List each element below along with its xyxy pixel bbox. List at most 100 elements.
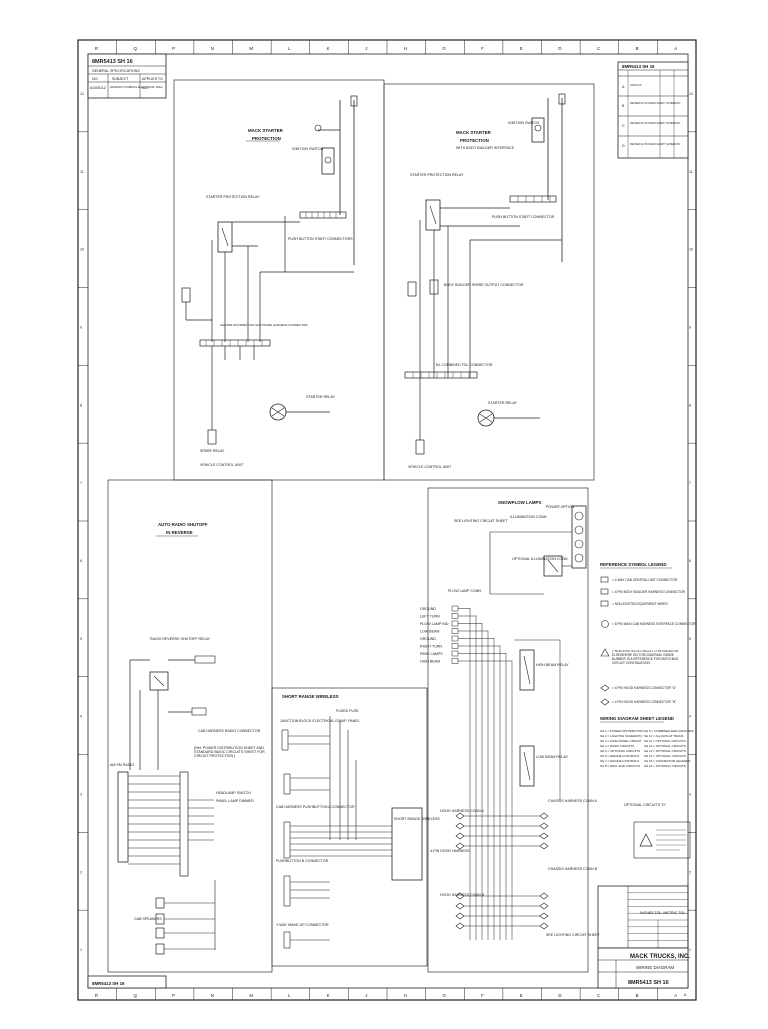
- zone-number-left: 12: [80, 92, 84, 96]
- starter2-title-2: PROTECTION: [460, 138, 489, 143]
- hood-connector-diamond: [455, 922, 465, 930]
- zone-number-right: 12: [689, 92, 693, 96]
- zone-number-left: 2: [80, 870, 82, 874]
- ref-legend-title: REFERENCE SYMBOL LEGEND: [600, 562, 667, 567]
- sheet-legend-item: SH 16 = OPTIONAL CIRCUITS: [644, 764, 686, 768]
- general-spec-block: 8MR5413 SH 16 GENERAL SPECIFICATIONS NO.…: [87, 53, 167, 99]
- legend-item: = NON-EXISTED EQUIPMENT WIRES: [612, 602, 668, 606]
- lamp-list-item: RIGHT TURN: [420, 645, 442, 649]
- sheet-legend-item: SH 3 = DASH PANEL CIRCUIT: [600, 739, 642, 743]
- zone-letter-top: Q: [133, 46, 137, 51]
- legend-symbol-box: [600, 600, 609, 607]
- snowplow-optional-illum: OPTIONAL ILLUMINATION CONN: [512, 557, 568, 561]
- radio-wire-bundle: [128, 775, 214, 865]
- bottom-left-number: 8MR5413 SH 16: [92, 981, 125, 986]
- title-block: MACK TRUCKS, INC. WIRING DIAGRAM 8MR5413…: [597, 885, 690, 997]
- starter1-ignition-label: IGNITION SWITCH: [292, 147, 324, 151]
- starter2-ignition-label: IGNITION SWITCH: [508, 121, 540, 125]
- hood-connector-diamond: [455, 912, 465, 920]
- sheet-legend-item: SH 14 = OPTIONAL CIRCUITS: [644, 754, 686, 758]
- legend-item: = 6 PIN MAIN CAB HARNESS INTERFACE CONNE…: [612, 622, 696, 626]
- lamp-pin: [451, 613, 459, 619]
- srw-module: SHORT RANGE WIRELESS: [394, 817, 440, 821]
- snowplow-low-beam-relay: LOW BEAM RELAY: [536, 755, 568, 759]
- warning-box: [633, 821, 691, 859]
- sheet-legend-item: SH 11 = OPTIONAL CIRCUITS: [644, 739, 686, 743]
- zone-letter-top: P: [172, 46, 175, 51]
- legend-symbol-box: [600, 576, 609, 583]
- legend-item: = 4 PIN BODY BUILDER HARNESS CONNECTOR: [612, 590, 686, 594]
- zone-letter-top: D: [558, 46, 561, 51]
- radio-headlamp-switch: HEADLAMP SWITCH: [216, 791, 251, 795]
- srw-wake-up: Y-WAY WAKE-UP CONNECTOR: [276, 923, 329, 927]
- legend-symbol-triangle: [600, 648, 610, 657]
- lamp-list-item: PARK LAMPS: [420, 652, 443, 656]
- starter1-title-1: MACK STARTER: [248, 128, 284, 133]
- lamp-pin: [451, 643, 459, 649]
- zone-letter-top: L: [288, 46, 291, 51]
- lamp-list-item: HIGH BEAM: [420, 660, 440, 664]
- starter2-vcu: VEHICLE CONTROL UNIT: [408, 465, 452, 469]
- lamp-list-item: PLOW LAMP IND: [420, 622, 449, 626]
- title-size: A: [684, 993, 687, 997]
- starter2-cab-connector: B1 COMBINED FDL CONNECTOR: [436, 363, 493, 367]
- zone-number-right: 8: [689, 403, 691, 407]
- zone-number-right: 9: [689, 325, 691, 329]
- zone-letter-bottom: K: [327, 993, 330, 998]
- hood-connector-diamond: [455, 812, 465, 820]
- radio-relay-label: RADIO REVERSE SHUTOFF RELAY: [150, 637, 211, 641]
- zone-number-left: 11: [80, 170, 84, 174]
- spec-col-applies: APPLIES TO: [142, 77, 163, 81]
- sheet-legend-item: SH 4 = BASIC CIRCUITS: [600, 744, 634, 748]
- zone-letter-top: B: [636, 46, 639, 51]
- chassis-connector-diamond: [539, 892, 549, 900]
- srw-fused-fuse: FUSED FUSE: [336, 709, 359, 713]
- starter1-starter-relay-label: STARTER RELAY: [306, 395, 336, 399]
- panel-starter-protection-body-builder: MACK STARTER PROTECTION WITH BODY BUILDE…: [383, 83, 595, 481]
- spec-row-applies: ALL: [142, 86, 148, 90]
- zone-letter-top: N: [211, 46, 214, 51]
- zone-letter-bottom: G: [442, 993, 446, 998]
- cab-speakers-label: CAB SPEAKERS: [134, 917, 162, 921]
- zone-number-left: 10: [80, 248, 84, 252]
- starter1-push-button-label: PUSH BUTTON START CONNECTORS: [288, 237, 353, 241]
- zone-number-left: 4: [80, 715, 82, 719]
- zone-number-left: 8: [80, 403, 82, 407]
- radio-title-1: AUTO RADIO SHUTOFF: [158, 522, 208, 527]
- ignition-switch-symbol: [321, 147, 335, 175]
- title-company: MACK TRUCKS, INC.: [630, 954, 690, 960]
- zone-number-left: 3: [80, 792, 82, 796]
- zone-number-left: 9: [80, 325, 82, 329]
- snowplow-chassis-harness: CHASSIS HARNESS CONN A: [548, 799, 598, 803]
- srw-title: SHORT RANGE WIRELESS: [282, 694, 339, 699]
- zone-letter-top: K: [327, 46, 330, 51]
- zone-letter-top: F: [481, 46, 484, 51]
- radio-panel-lamp: PANEL LAMP DIMMER: [216, 799, 254, 803]
- snowplow-wire-bundle: [469, 608, 561, 940]
- zone-letter-top: A: [674, 46, 677, 51]
- zone-letter-top: J: [365, 46, 367, 51]
- legend-item: = 4 PIN HOOD HARNESS CONNECTOR "B": [612, 700, 676, 704]
- snowplow-power-option: POWER OPTION: [546, 505, 575, 509]
- zone-number-right: 6: [689, 559, 691, 563]
- lamp-list-item: GROUND: [420, 607, 436, 611]
- starter2-title-1: MACK STARTER: [456, 130, 492, 135]
- zone-number-left: 5: [80, 637, 82, 641]
- snowplow-illumination: ILLUMINATION CONN: [510, 515, 547, 519]
- title-drawing-title: WIRING DIAGRAM: [636, 965, 674, 970]
- snowplow-four-pin: 4-PIN HOOD HARNESS: [430, 849, 470, 853]
- lamp-pin: [451, 628, 459, 634]
- starter1-relay-label: STARTER PROTECTION RELAY: [206, 195, 260, 199]
- radio-am-fm-label: AM-FM RADIO: [110, 763, 134, 767]
- chassis-connector-diamond: [539, 832, 549, 840]
- zone-letter-top: E: [520, 46, 523, 51]
- lamp-pin: [451, 605, 459, 612]
- zone-number-right: 11: [689, 170, 693, 174]
- lamp-list-item: GROUND: [420, 637, 436, 641]
- zone-letter-top: C: [597, 46, 600, 51]
- chassis-connector-diamond: [539, 912, 549, 920]
